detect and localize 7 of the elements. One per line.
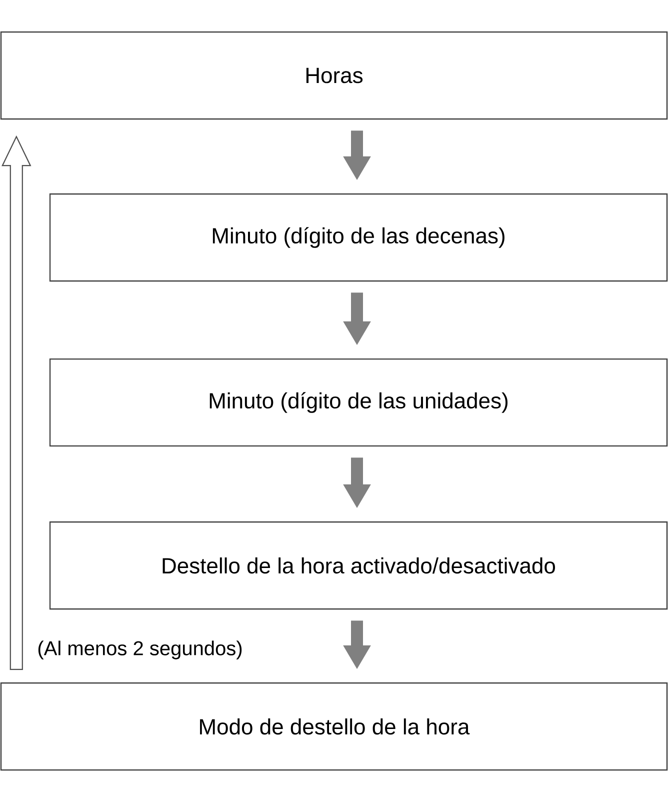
process-box: Horas [0, 31, 668, 120]
process-box: Minuto (dígito de las decenas) [49, 193, 668, 282]
note-text: (Al menos 2 segundos) [38, 640, 242, 660]
process-box: Destello de la hora activado/desactivado [49, 521, 668, 610]
process-box: Modo de destello de la hora [0, 682, 668, 771]
process-box: Minuto (dígito de las unidades) [49, 358, 668, 447]
arrow [2, 135, 32, 670]
